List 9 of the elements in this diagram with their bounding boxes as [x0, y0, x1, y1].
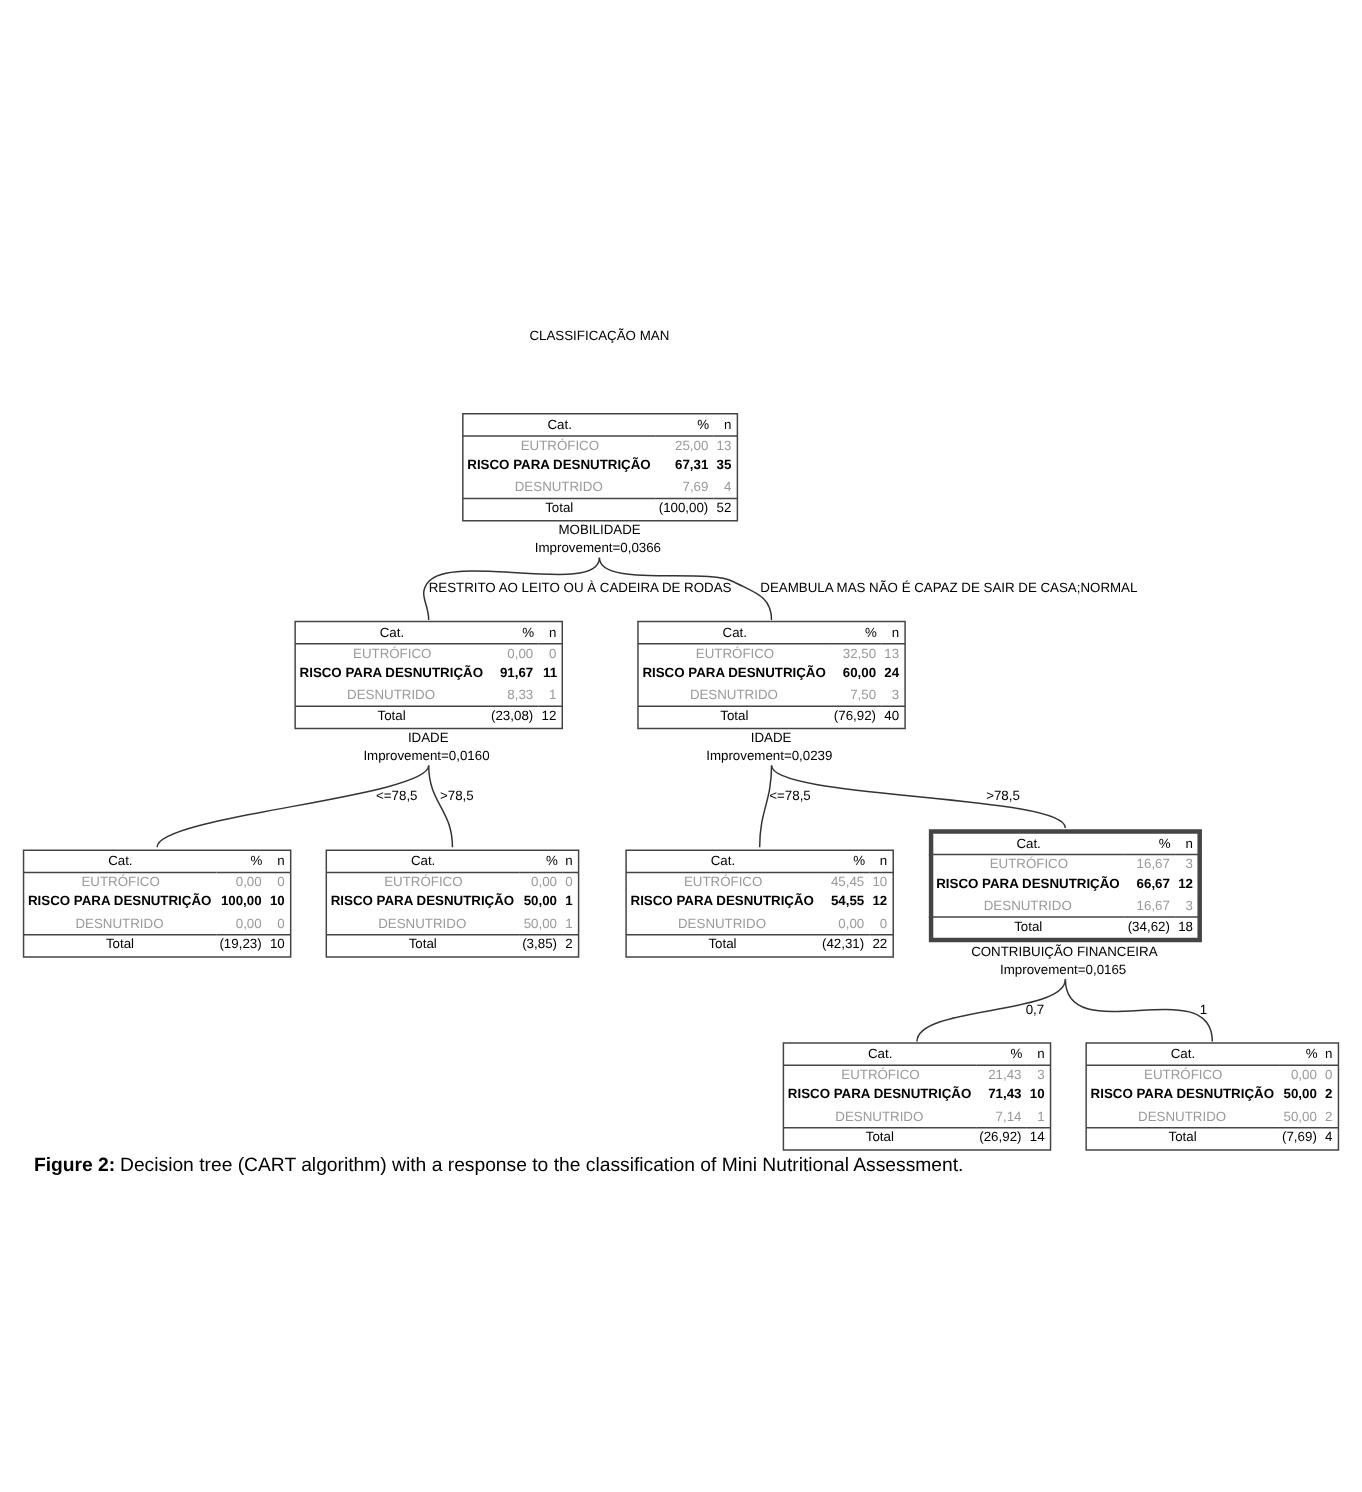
connector: [758, 763, 773, 847]
connector: [916, 977, 1067, 1042]
connector: [770, 763, 1067, 828]
connector: [427, 763, 454, 847]
caption: Figure 2: Decision tree (CART algorithm) with a response to the classification of Mini Nutritional Assessment.: [33, 1154, 964, 1177]
connector: [156, 763, 430, 847]
connector: [1064, 977, 1214, 1042]
connector: [598, 556, 773, 620]
connector: [422, 556, 601, 620]
